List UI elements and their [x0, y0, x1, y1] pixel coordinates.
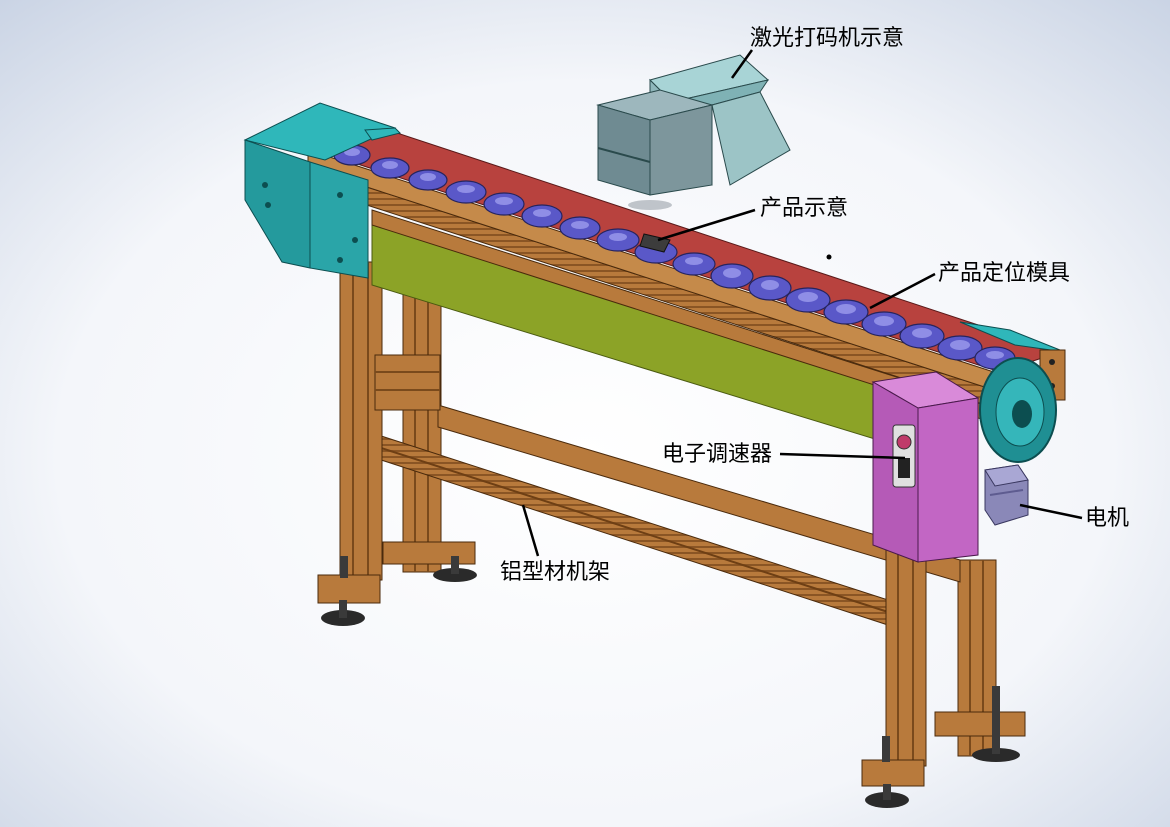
label-motor: 电机: [1085, 506, 1130, 531]
back-left-foot: [382, 541, 477, 582]
front-left-foot: [317, 556, 381, 626]
front-right-foot: [861, 736, 925, 808]
fixture-row: [333, 144, 1016, 370]
back-left-leg: [402, 281, 442, 573]
leader-laser: [730, 49, 754, 79]
leader-controller: [779, 452, 906, 460]
back-right-foot: [934, 686, 1026, 762]
drive-sprocket: [979, 357, 1057, 463]
front-left-leg: [339, 261, 441, 581]
leader-product: [657, 208, 756, 242]
dot-mark: [826, 254, 832, 260]
label-product: 产品示意: [760, 196, 849, 221]
leader-frame: [521, 504, 540, 557]
label-laser-marker: 激光打码机示意: [750, 26, 905, 51]
label-frame: 铝型材机架: [500, 560, 611, 585]
motor: [984, 464, 1029, 526]
leader-lines: [521, 49, 1083, 557]
left-end-guard: [243, 102, 401, 279]
leader-motor: [1019, 503, 1083, 520]
label-speed-controller: 电子调速器: [662, 442, 773, 467]
lower-brace-back: [437, 404, 961, 583]
leader-fixture: [869, 272, 936, 310]
front-right-leg: [885, 547, 927, 767]
speed-controller-box: [871, 371, 980, 563]
label-fixture: 产品定位模具: [938, 261, 1071, 286]
laser-marker-head: [596, 54, 791, 210]
